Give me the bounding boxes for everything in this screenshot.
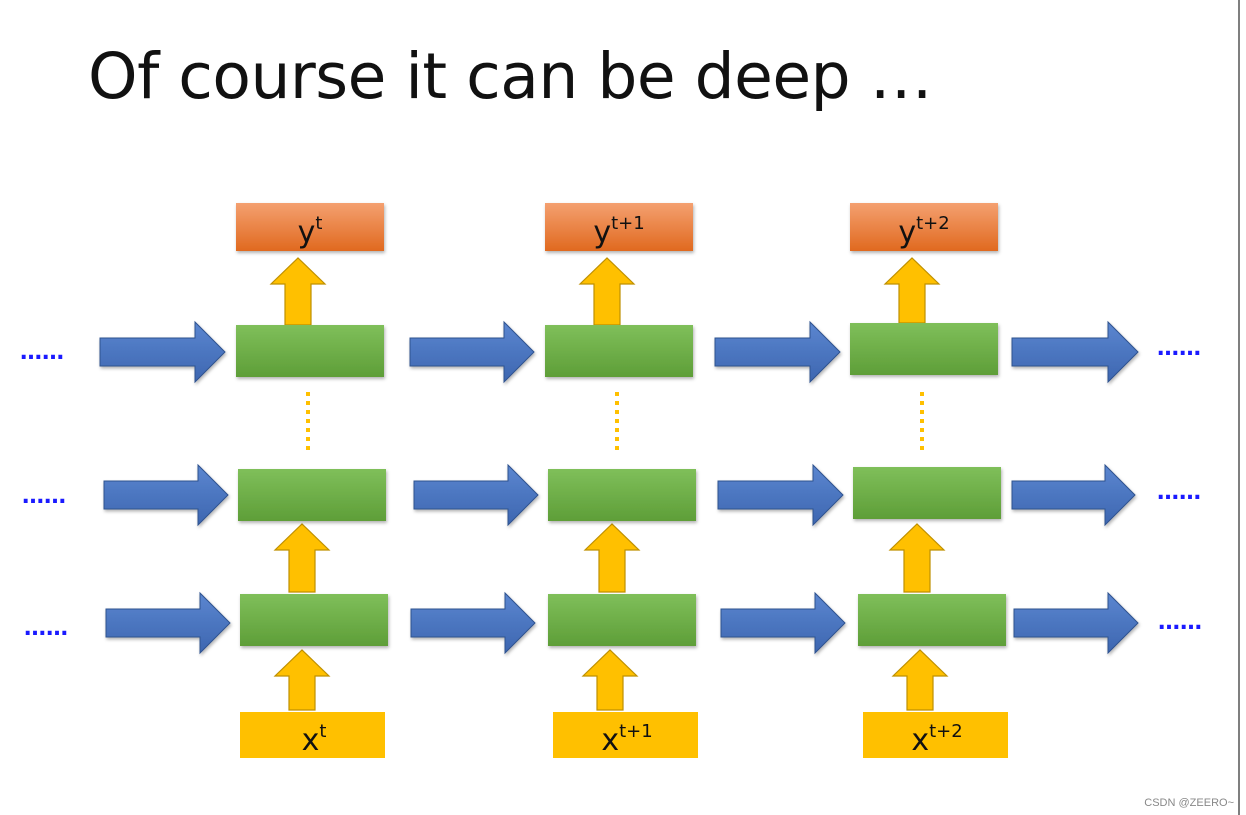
hidden-cell-2-layer3 bbox=[545, 325, 693, 377]
recurrent-arrow-layer2-2 bbox=[413, 463, 539, 527]
input-box-1 bbox=[240, 712, 385, 758]
arrow-to-output-3 bbox=[883, 257, 941, 324]
continuation-dots-5: …… bbox=[24, 616, 68, 641]
continuation-dots-4: …… bbox=[1157, 480, 1201, 505]
arrow-layer-up-2 bbox=[583, 523, 641, 593]
vertical-arrows bbox=[269, 257, 949, 711]
output-box-2 bbox=[545, 203, 693, 251]
input-label-3: xt+2 bbox=[911, 721, 962, 758]
recurrent-arrows bbox=[99, 320, 1139, 655]
output-box-1 bbox=[236, 203, 384, 251]
slide-title: Of course it can be deep … bbox=[88, 40, 933, 113]
recurrent-arrow-layer1-3 bbox=[714, 320, 841, 384]
arrow-to-output-2 bbox=[578, 257, 636, 326]
continuation-dots: …… …… …… …… …… …… bbox=[20, 336, 1202, 641]
hidden-cell-3-layer3 bbox=[850, 323, 998, 375]
recurrent-arrow-layer3-3 bbox=[720, 591, 846, 655]
output-box-3 bbox=[850, 203, 998, 251]
recurrent-arrow-layer3-4 bbox=[1013, 591, 1139, 655]
continuation-dots-3: …… bbox=[22, 484, 66, 509]
layer-ellipses bbox=[306, 392, 924, 452]
recurrent-arrow-layer1-1 bbox=[99, 320, 226, 384]
hidden-cell-1-layer1 bbox=[240, 594, 388, 646]
io-boxes: yt xt yt+1 xt+1 yt+2 xt+2 bbox=[236, 203, 1008, 758]
hidden-cell-2-layer1 bbox=[548, 594, 696, 646]
input-label-2: xt+1 bbox=[601, 721, 652, 758]
arrow-layer-up-1 bbox=[273, 523, 331, 593]
output-label-2: yt+1 bbox=[593, 213, 644, 250]
continuation-dots-6: …… bbox=[1158, 610, 1202, 635]
recurrent-arrow-layer2-1 bbox=[103, 463, 229, 527]
hidden-cell-3-layer1 bbox=[858, 594, 1006, 646]
recurrent-arrow-layer1-2 bbox=[409, 320, 535, 384]
input-label-1: xt bbox=[302, 721, 327, 758]
continuation-dots-2: …… bbox=[1157, 336, 1201, 361]
arrow-from-input-2 bbox=[581, 649, 639, 711]
arrow-to-output-1 bbox=[269, 257, 327, 326]
recurrent-arrow-layer3-1 bbox=[105, 591, 231, 655]
hidden-cell-1-layer2 bbox=[238, 469, 386, 521]
output-label-3: yt+2 bbox=[898, 213, 949, 250]
slide-edge bbox=[1238, 0, 1240, 815]
recurrent-arrow-layer2-4 bbox=[1011, 463, 1136, 527]
output-label-1: yt bbox=[298, 213, 323, 250]
recurrent-arrow-layer3-2 bbox=[410, 591, 536, 655]
hidden-cells bbox=[236, 323, 1006, 646]
hidden-cell-3-layer2 bbox=[853, 467, 1001, 519]
arrow-from-input-1 bbox=[273, 649, 331, 711]
continuation-dots-1: …… bbox=[20, 340, 64, 365]
recurrent-arrow-layer1-4 bbox=[1011, 320, 1139, 384]
arrow-from-input-3 bbox=[891, 649, 949, 711]
input-box-3 bbox=[863, 712, 1008, 758]
recurrent-arrow-layer2-3 bbox=[717, 463, 844, 527]
arrow-layer-up-3 bbox=[888, 523, 946, 593]
hidden-cell-2-layer2 bbox=[548, 469, 696, 521]
input-box-2 bbox=[553, 712, 698, 758]
watermark: CSDN @ZEERO~ bbox=[1144, 797, 1234, 809]
hidden-cell-1-layer3 bbox=[236, 325, 384, 377]
